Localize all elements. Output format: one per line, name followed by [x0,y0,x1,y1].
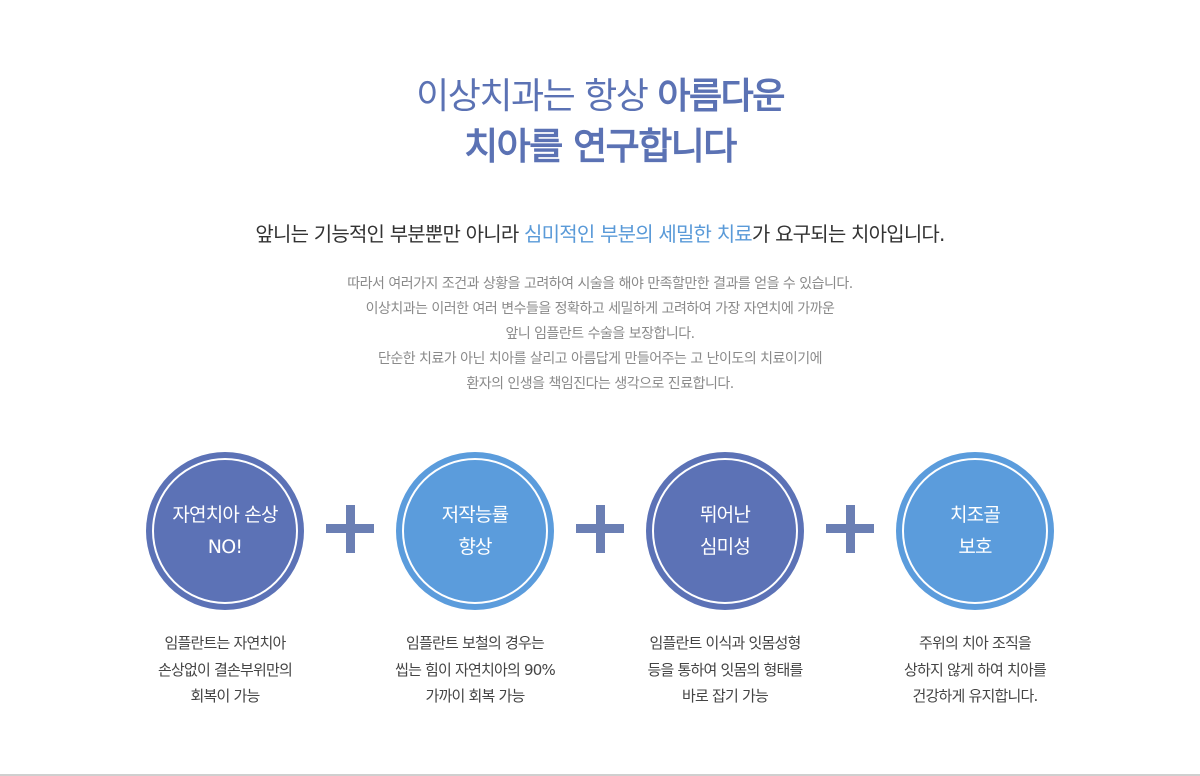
feature-circle-title: 치조골 [949,504,1001,526]
description: 따라서 여러가지 조건과 상황을 고려하여 시술을 해야 만족할만한 결과를 얻… [0,272,1200,397]
subheading-part1: 앞니는 기능적인 부분뿐만 아니라 [255,222,525,246]
feature-circle-subtitle: 보호 [958,536,992,558]
feature-circle-inner: 치조골 보호 [902,458,1048,604]
feature-circle: 자연치아 손상 NO! [146,452,304,610]
description-line: 이상치과는 이러한 여러 변수들을 정확하고 세밀하게 고려하여 가장 자연치에… [365,301,835,317]
feature-circle: 뛰어난 심미성 [646,452,804,610]
feature-description-line: 손상없이 결손부위만의 [158,660,293,679]
feature-natural-tooth: 자연치아 손상 NO! 임플란트는 자연치아 손상없이 결손부위만의 회복이 가… [125,452,325,710]
feature-circle-inner: 자연치아 손상 NO! [152,458,298,604]
feature-description-line: 건강하게 유지합니다. [912,687,1039,705]
feature-description-line: 임플란트는 자연치아 [164,634,287,652]
subheading-highlight: 심미적인 부분의 세밀한 치료 [524,222,753,246]
feature-description: 임플란트 이식과 잇몸성형 등을 통하여 잇몸의 형태를 바로 잡기 가능 [625,630,825,710]
description-line: 단순한 치료가 아닌 치아를 살리고 아름답게 만들어주는 고 난이도의 치료이… [377,351,823,367]
feature-circle-subtitle: NO! [207,536,243,558]
plus-icon [826,505,874,553]
feature-circle-title: 자연치아 손상 [172,504,278,526]
headline: 이상치과는 항상 아름다운 치아를 연구합니다 [0,72,1200,172]
plus-icon [326,505,374,553]
description-line: 따라서 여러가지 조건과 상황을 고려하여 시술을 해야 만족할만한 결과를 얻… [347,276,853,292]
description-line: 환자의 인생을 책임진다는 생각으로 진료합니다. [466,376,734,392]
feature-description: 임플란트 보철의 경우는 씹는 힘이 자연치아의 90% 가까이 회복 가능 [375,630,575,710]
feature-description-line: 주위의 치아 조직을 [919,634,1032,652]
feature-description-line: 씹는 힘이 자연치아의 90% [395,660,556,679]
feature-description-line: 회복이 가능 [190,687,261,705]
headline-light-text: 이상치과는 항상 [416,76,658,117]
headline-line1: 이상치과는 항상 아름다운 [0,72,1200,122]
feature-circle: 치조골 보호 [896,452,1054,610]
feature-description-line: 임플란트 보철의 경우는 [406,634,545,652]
subheading-part2: 가 요구되는 치아입니다. [751,222,945,246]
feature-chewing: 저작능률 향상 임플란트 보철의 경우는 씹는 힘이 자연치아의 90% 가까이… [375,452,575,710]
feature-circle: 저작능률 향상 [396,452,554,610]
feature-circle-title: 뛰어난 [699,504,751,526]
headline-line2: 치아를 연구합니다 [464,125,737,168]
plus-icon [576,505,624,553]
bottom-divider [0,774,1200,776]
feature-circle-subtitle: 향상 [458,536,492,558]
feature-description-line: 상하지 않게 하여 치아를 [904,660,1047,679]
feature-circle-title: 저작능률 [441,504,510,526]
feature-description-line: 가까이 회복 가능 [425,687,526,705]
feature-bone-protection: 치조골 보호 주위의 치아 조직을 상하지 않게 하여 치아를 건강하게 유지합… [875,452,1075,710]
feature-circle-subtitle: 심미성 [699,536,751,558]
description-line: 앞니 임플란트 수술을 보장합니다. [505,326,695,342]
feature-description: 임플란트는 자연치아 손상없이 결손부위만의 회복이 가능 [125,630,325,710]
feature-description-line: 등을 통하여 잇몸의 형태를 [647,660,804,679]
feature-circle-inner: 저작능률 향상 [402,458,548,604]
feature-aesthetics: 뛰어난 심미성 임플란트 이식과 잇몸성형 등을 통하여 잇몸의 형태를 바로 … [625,452,825,710]
feature-description: 주위의 치아 조직을 상하지 않게 하여 치아를 건강하게 유지합니다. [875,630,1075,710]
feature-description-line: 임플란트 이식과 잇몸성형 [649,634,802,652]
feature-circle-inner: 뛰어난 심미성 [652,458,798,604]
feature-description-line: 바로 잡기 가능 [682,687,769,705]
headline-bold-text: 아름다운 [657,76,785,117]
subheading: 앞니는 기능적인 부분뿐만 아니라 심미적인 부분의 세밀한 치료가 요구되는 … [0,218,1200,247]
